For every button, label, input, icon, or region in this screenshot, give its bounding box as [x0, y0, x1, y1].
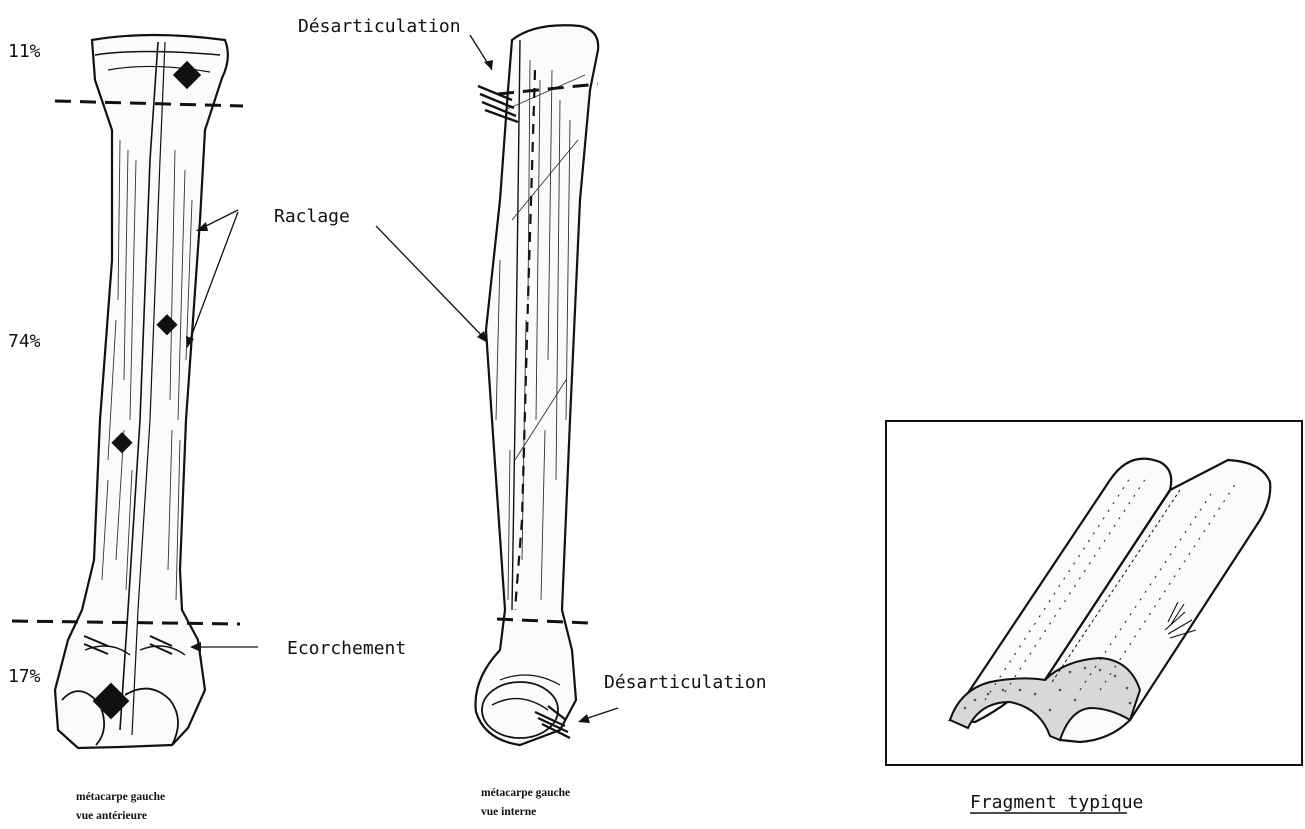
- desarticulation-bottom-label: Désarticulation: [604, 672, 767, 693]
- caption-left-line2: vue antérieure: [76, 810, 147, 822]
- arrowhead: [484, 60, 493, 70]
- percent-bottom-label: 17%: [8, 666, 41, 687]
- caption-middle-line2: vue interne: [481, 806, 536, 818]
- middle-metacarpal-internal-drawing: [476, 25, 599, 745]
- desarticulation-top-label: Désarticulation: [298, 16, 461, 37]
- left-metacarpal-anterior-drawing: [55, 35, 228, 748]
- arrow-raclage-middle: [376, 226, 486, 340]
- ecorchement-label: Ecorchement: [287, 638, 406, 659]
- raclage-label: Raclage: [274, 206, 350, 227]
- arrowhead: [578, 714, 590, 723]
- caption-left-line1: métacarpe gauche: [76, 791, 165, 803]
- distal-section-line: [12, 621, 240, 624]
- fragment-typique-label: Fragment typique: [970, 792, 1143, 813]
- percent-top-label: 11%: [8, 41, 41, 62]
- caption-middle-line1: métacarpe gauche: [481, 787, 570, 799]
- percent-middle-label: 74%: [8, 331, 41, 352]
